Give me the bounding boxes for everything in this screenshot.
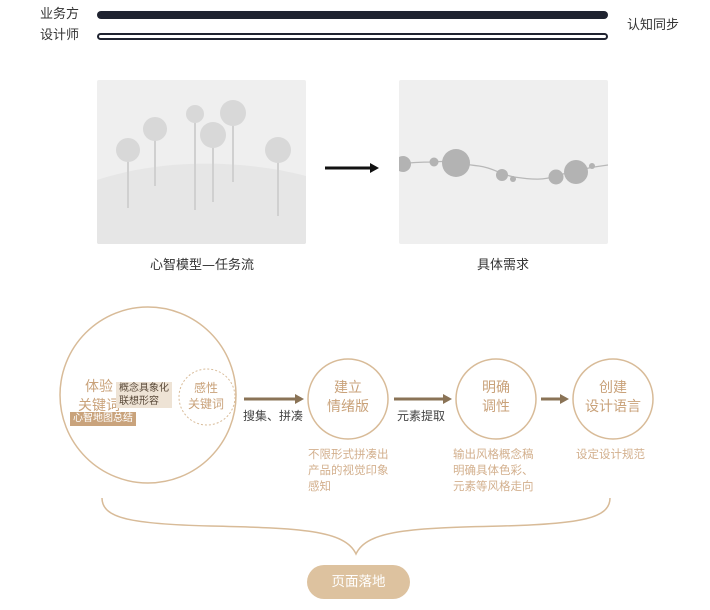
step-3-title: 创建 设计语言 [573, 379, 653, 417]
mind-map-summary-tag: 心智地图总结 [70, 412, 136, 426]
step-3-line2: 设计语言 [585, 399, 641, 415]
legend-designer-label: 设计师 [40, 28, 80, 43]
title-line2: 关键词 [78, 398, 120, 414]
specific-needs-caption: 具体需求 [476, 258, 530, 273]
step-1-desc-line: 感知 [308, 479, 331, 493]
arrow-3-icon [541, 394, 569, 404]
concept-tag-line2: 联想形容 [119, 396, 159, 407]
sync-label: 认知同步 [627, 18, 680, 33]
step-1-line1: 建立 [334, 380, 362, 396]
step-2-line1: 明确 [482, 380, 510, 396]
step-2-line2: 调性 [482, 399, 510, 415]
step-1-desc-line: 不限形式拼凑出 [308, 447, 389, 461]
concept-tag-line1: 概念具象化 [119, 383, 169, 394]
step-2-desc-line: 明确具体色彩、 [453, 463, 534, 477]
arrow-2-icon [394, 394, 452, 404]
right-arrow-icon [325, 163, 379, 173]
arrow-2-label: 元素提取 [397, 409, 446, 423]
experience-keywords-title: 体验 关键词 [69, 378, 129, 416]
trees-illustration [97, 100, 306, 244]
emotional-line1: 感性 [193, 381, 218, 395]
business-bar [97, 11, 608, 19]
step-1-title: 建立 情绪版 [308, 379, 388, 417]
bubble-line-illustration [399, 149, 608, 185]
step-3-desc-line: 设定设计规范 [576, 447, 645, 461]
curly-brace [101, 497, 611, 556]
step-1-desc: 不限形式拼凑出 产品的视觉印象 感知 [308, 446, 389, 494]
emotional-line2: 关键词 [187, 397, 224, 411]
step-3-circle [572, 358, 654, 440]
arrow-1-label: 搜集、拼凑 [243, 409, 304, 423]
specific-needs-card [399, 80, 608, 244]
mental-model-caption: 心智模型—任务流 [149, 258, 255, 273]
concept-tag: 概念具象化 联想形容 [116, 382, 172, 408]
step-1-desc-line: 产品的视觉印象 [308, 463, 389, 477]
step-2-desc-line: 元素等风格走向 [453, 479, 534, 493]
step-2-desc: 输出风格概念稿 明确具体色彩、 元素等风格走向 [453, 446, 534, 494]
emotional-keywords: 感性 关键词 [181, 380, 231, 412]
mental-model-card [97, 80, 306, 244]
legend-business-label: 业务方 [40, 7, 80, 22]
step-2-title: 明确 调性 [456, 379, 536, 417]
step-2-circle [455, 358, 537, 440]
arrow-1-icon [244, 394, 304, 404]
page-landing-button[interactable]: 页面落地 [307, 565, 410, 599]
designer-bar [97, 33, 608, 40]
step-1-line2: 情绪版 [327, 399, 369, 415]
step-1-circle [307, 358, 389, 440]
title-line1: 体验 [85, 379, 113, 395]
step-2-desc-line: 输出风格概念稿 [453, 447, 534, 461]
step-3-desc: 设定设计规范 [576, 446, 645, 462]
experience-keywords-circle [59, 306, 237, 484]
step-3-line1: 创建 [599, 380, 627, 396]
